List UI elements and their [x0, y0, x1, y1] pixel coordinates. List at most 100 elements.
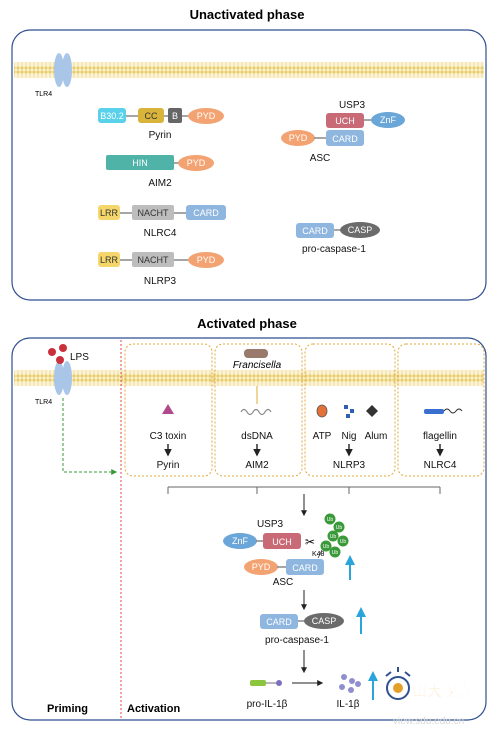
aim2-hin-domain: HIN [132, 158, 148, 168]
asc-label-activated: ASC [273, 577, 294, 588]
usp3-uch-domain-top: UCH [335, 116, 355, 126]
ub-label: Ub [323, 544, 330, 550]
trigger-atp: ATP [313, 431, 332, 442]
ub-label: Ub [340, 539, 347, 545]
asc-protein-activated: PYD CARD [244, 559, 324, 575]
usp3-protein-top: UCH ZnF [326, 112, 405, 128]
lps-label: LPS [70, 352, 89, 363]
nlrc4-protein: LRR NACHT CARD [98, 205, 226, 220]
nlrc4-card-domain: CARD [193, 208, 219, 218]
nlrp3-pyd-domain: PYD [197, 255, 216, 265]
unactivated-title: Unactivated phase [190, 7, 305, 22]
aim2-label: AIM2 [148, 178, 172, 189]
trigger-flagellin: flagellin [423, 431, 457, 442]
francisella-bacterium [244, 349, 268, 358]
usp3-znf-domain-activated: ZnF [232, 536, 249, 546]
usp3-uch-domain-activated: UCH [272, 537, 292, 547]
pyrin-group-box [124, 343, 213, 477]
membrane-top [14, 62, 484, 78]
usp3-znf-domain-top: ZnF [380, 115, 397, 125]
nlrp3-protein: LRR NACHT PYD [98, 252, 224, 268]
nlrp3-lrr-domain: LRR [100, 255, 119, 265]
procaspase-label-top: pro-caspase-1 [302, 244, 366, 255]
procaspase-casp-domain-top: CASP [348, 225, 373, 235]
ubiquitin-chain [320, 513, 349, 558]
nlrc4-nacht-domain: NACHT [138, 208, 170, 218]
tlr4-label: TLR4 [35, 91, 52, 98]
usp3-protein-activated: ZnF UCH [223, 533, 301, 549]
ub-label: Ub [330, 534, 337, 540]
pyrin-b302-domain: B30.2 [100, 111, 124, 121]
nlrc4-lrr-domain: LRR [100, 208, 119, 218]
pyrin-b-domain: B [172, 111, 178, 121]
sensor-nlrc4: NLRC4 [424, 460, 457, 471]
aim2-protein: HIN PYD [106, 155, 214, 171]
watermark-logo [385, 667, 411, 700]
asc-pyd-domain-activated: PYD [252, 562, 271, 572]
watermark-brand: 山大视点 [412, 682, 472, 700]
nig-icon [344, 405, 354, 418]
converging-bracket [167, 486, 441, 494]
procaspase-casp-domain-activated: CASP [312, 616, 337, 626]
ub-label: Ub [336, 525, 343, 531]
tlr4-receptor-activated [54, 361, 72, 395]
ub-label: Ub [332, 550, 339, 556]
priming-label: Priming [47, 703, 88, 715]
flagellin-icon [424, 408, 463, 414]
unactivated-frame [11, 29, 487, 301]
nlrc4-label: NLRC4 [144, 228, 177, 239]
procaspase-card-domain-top: CARD [302, 226, 328, 236]
activation-label: Activation [127, 703, 180, 715]
il1b-label: IL-1β [337, 699, 360, 710]
alum-icon [366, 405, 378, 417]
trigger-dsdna: dsDNA [241, 431, 273, 442]
procaspase-protein-activated: CARD CASP [260, 613, 344, 629]
procaspase-label-activated: pro-caspase-1 [265, 635, 329, 646]
trigger-c3-toxin: C3 toxin [150, 431, 187, 442]
asc-card-domain-top: CARD [332, 134, 358, 144]
aim2-group-box [214, 343, 303, 477]
tlr4-label-activated: TLR4 [35, 399, 52, 406]
lps-molecules [48, 344, 67, 364]
asc-protein-top: PYD CARD [281, 130, 364, 146]
pro-il1b-label: pro-IL-1β [247, 699, 288, 710]
membrane-bottom [14, 370, 484, 386]
usp3-label-top: USP3 [339, 100, 366, 111]
nlrp3-nacht-domain: NACHT [138, 255, 170, 265]
asc-card-domain-activated: CARD [292, 563, 318, 573]
pyrin-pyd-domain: PYD [197, 111, 216, 121]
sensor-nlrp3: NLRP3 [333, 460, 366, 471]
asc-label-top: ASC [310, 153, 331, 164]
ubiquitin-labels: Ub Ub Ub Ub Ub Ub [323, 517, 347, 556]
procaspase-card-domain-activated: CARD [266, 617, 292, 627]
asc-pyd-domain-top: PYD [289, 133, 308, 143]
pro-il1b-icon [250, 680, 282, 686]
nlrp3-group-box [304, 343, 396, 477]
sensor-aim2: AIM2 [245, 460, 269, 471]
scissors-icon: ✂ [305, 535, 315, 549]
procaspase-protein-top: CARD CASP [296, 222, 380, 238]
nlrp3-label: NLRP3 [144, 276, 177, 287]
atp-icon [316, 404, 328, 418]
dsdna-icon [240, 408, 272, 416]
pyrin-cc-domain: CC [145, 111, 158, 121]
k48-label: K48 [312, 551, 325, 558]
activated-frame [11, 337, 487, 721]
nlrc4-group-box [397, 343, 485, 477]
tlr4-receptor [54, 53, 72, 87]
trigger-arrows [164, 444, 444, 457]
ubiquitin-link [317, 549, 323, 559]
sensor-pyrin: Pyrin [157, 460, 180, 471]
pyrin-label: Pyrin [149, 130, 172, 141]
c3-toxin-icon [162, 404, 174, 414]
usp3-label-activated: USP3 [257, 519, 284, 530]
francisella-label: Francisella [233, 360, 282, 371]
priming-arrow [62, 398, 118, 475]
pyrin-protein: B30.2 CC B PYD [98, 108, 224, 124]
ub-label: Ub [327, 517, 334, 523]
trigger-alum: Alum [365, 431, 388, 442]
trigger-nig: Nig [341, 431, 356, 442]
aim2-pyd-domain: PYD [187, 158, 206, 168]
il1b-icon [339, 674, 361, 693]
